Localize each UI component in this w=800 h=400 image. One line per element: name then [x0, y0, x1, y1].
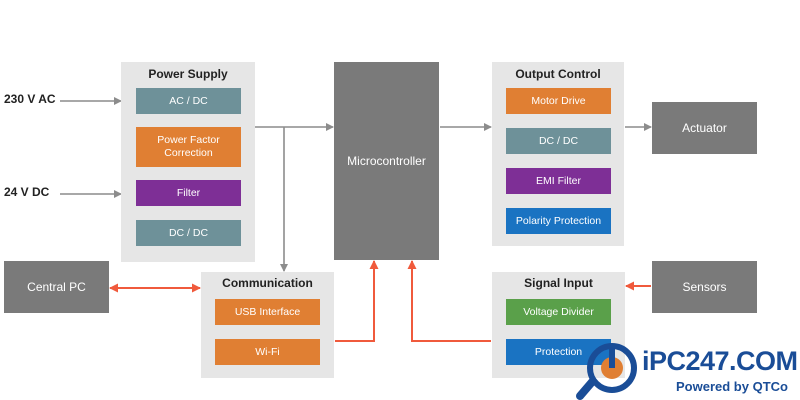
- magnifier-logo-icon: [576, 343, 637, 400]
- power-factor-correction-block: Power Factor Correction: [136, 127, 241, 167]
- voltage-divider-block: Voltage Divider: [506, 299, 611, 325]
- emi-filter-block: EMI Filter: [506, 168, 611, 194]
- power-supply-title: Power Supply: [148, 67, 228, 81]
- dc-dc-block-power: DC / DC: [136, 220, 241, 246]
- communication-panel: Communication USB Interface Wi-Fi: [201, 272, 334, 378]
- dc-input-label: 24 V DC: [4, 185, 50, 199]
- ac-input-label: 230 V AC: [4, 92, 56, 106]
- wifi-block: Wi-Fi: [215, 339, 320, 365]
- ac-dc-block: AC / DC: [136, 88, 241, 114]
- output-control-title: Output Control: [515, 67, 601, 81]
- usb-interface-block: USB Interface: [215, 299, 320, 325]
- power-supply-panel: Power Supply AC / DC Power Factor Correc…: [121, 62, 255, 262]
- watermark-brand-text: iPC247.COM: [642, 346, 798, 376]
- signal-input-title: Signal Input: [524, 276, 593, 290]
- actuator-block: Actuator: [652, 102, 757, 154]
- ipc247-watermark: iPC247.COM Powered by QTCo: [572, 338, 800, 400]
- watermark-tagline: Powered by QTCo: [676, 379, 788, 394]
- sensors-block: Sensors: [652, 261, 757, 313]
- communication-title: Communication: [222, 276, 313, 290]
- signal-to-mcu-arrow: [407, 260, 491, 342]
- filter-block: Filter: [136, 180, 241, 206]
- dc-dc-block-output: DC / DC: [506, 128, 611, 154]
- microcontroller-block: Microcontroller: [334, 62, 439, 260]
- central-pc-block: Central PC: [4, 261, 109, 313]
- motor-drive-block: Motor Drive: [506, 88, 611, 114]
- comm-to-mcu-arrow: [335, 260, 379, 342]
- polarity-protection-block: Polarity Protection: [506, 208, 611, 234]
- output-control-panel: Output Control Motor Drive DC / DC EMI F…: [492, 62, 624, 246]
